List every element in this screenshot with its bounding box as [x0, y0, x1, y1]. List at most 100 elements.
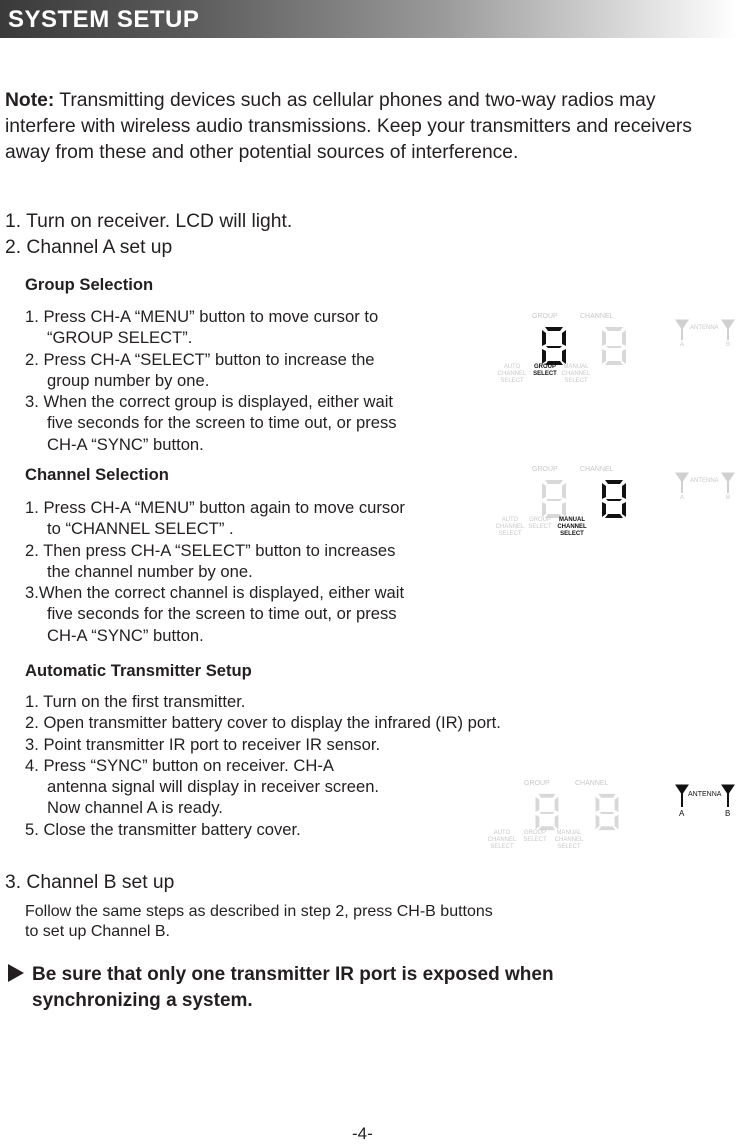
- step-3: 3. Channel B set up: [5, 872, 175, 893]
- channel-step-line: five seconds for the screen to time out,…: [47, 604, 397, 624]
- group-step-line: 3. When the correct group is displayed, …: [25, 392, 394, 412]
- antenna-icon: [675, 319, 735, 340]
- lcd-text: CHANNEL: [561, 371, 591, 377]
- lcd-text: GROUP: [523, 830, 546, 836]
- auto-step-line: 5. Close the transmitter battery cover.: [25, 819, 301, 839]
- page-title: SYSTEM SETUP: [8, 6, 200, 33]
- lcd-text: SELECT: [498, 531, 522, 537]
- group-selection-steps: 1. Press CH-A “MENU” button to move curs…: [25, 306, 505, 455]
- antenna-indicator: ANTENNA A B: [672, 318, 738, 354]
- lcd-text: MANUAL: [559, 517, 585, 523]
- channel-step-line: the channel number by one.: [47, 561, 253, 581]
- channel-step-line: to “CHANNEL SELECT” .: [47, 519, 234, 539]
- group-selection-heading: Group Selection: [25, 275, 154, 294]
- lcd-group-label: GROUP: [532, 313, 558, 320]
- antenna-icon: [675, 784, 735, 807]
- lcd-text: CHANNEL: [497, 371, 527, 377]
- antenna-indicator: ANTENNA A B: [672, 783, 738, 823]
- channel-b-line: to set up Channel B.: [25, 923, 170, 940]
- page-number: -4-: [352, 1124, 373, 1143]
- channel-step-line: 1. Press CH-A “MENU” button again to mov…: [25, 498, 405, 517]
- lcd-group-label: GROUP: [532, 466, 558, 473]
- antenna-b-label: B: [726, 495, 731, 501]
- lcd-text: SELECT: [528, 524, 552, 530]
- channel-b-text: Follow the same steps as described in st…: [25, 902, 493, 942]
- channel-b-line: Follow the same steps as described in st…: [25, 903, 493, 920]
- channel-step-line: 3.When the correct channel is displayed,…: [25, 583, 405, 603]
- antenna-indicator: ANTENNA A B: [672, 471, 738, 507]
- lcd-group-label: GROUP: [524, 780, 550, 787]
- group-digit-icon: [542, 327, 566, 365]
- warning-line: Be sure that only one transmitter IR por…: [32, 964, 554, 985]
- antenna-icon: [675, 472, 735, 493]
- auto-step-line: 2. Open transmitter battery cover to dis…: [25, 713, 501, 733]
- arrow-icon: [8, 963, 24, 982]
- step-1: 1. Turn on receiver. LCD will light.: [5, 211, 293, 232]
- lcd-text: SELECT: [533, 371, 557, 377]
- warning-line: synchronizing a system.: [32, 990, 253, 1011]
- lcd-text: GROUP: [528, 517, 551, 523]
- group-step-line: “GROUP SELECT”.: [47, 328, 193, 348]
- note-label: Note:: [5, 90, 55, 111]
- header-bar: [0, 0, 738, 38]
- lcd-text: GROUP: [533, 364, 556, 370]
- channel-selection-steps: 1. Press CH-A “MENU” button again to mov…: [25, 497, 505, 646]
- antenna-b-label: B: [725, 809, 731, 818]
- note-paragraph: Note: Transmitting devices such as cellu…: [5, 88, 730, 166]
- auto-step-line: 3. Point transmitter IR port to receiver…: [25, 734, 381, 754]
- antenna-label: ANTENNA: [690, 478, 719, 484]
- lcd-text: CHANNEL: [495, 524, 525, 530]
- antenna-a-label: A: [680, 495, 685, 501]
- lcd-text: MANUAL: [563, 364, 589, 370]
- lcd-text: AUTO: [501, 517, 519, 523]
- channel-step-line: CH-A “SYNC” button.: [47, 625, 204, 645]
- group-digit-icon: [535, 793, 559, 831]
- lcd-text: AUTO: [503, 364, 521, 370]
- antenna-label: ANTENNA: [690, 325, 719, 331]
- auto-setup-heading: Automatic Transmitter Setup: [25, 661, 252, 680]
- channel-digit-icon: [602, 480, 626, 518]
- channel-digit-icon: [595, 793, 619, 831]
- lcd-channel-label: CHANNEL: [580, 313, 614, 320]
- group-step-line: 1. Press CH-A “MENU” button to move curs…: [25, 307, 379, 326]
- lcd-channel-label: CHANNEL: [575, 780, 609, 787]
- group-step-line: five seconds for the screen to time out,…: [47, 413, 397, 433]
- warning-note: Be sure that only one transmitter IR por…: [8, 962, 554, 1014]
- auto-step-line: 4. Press “SYNC” button on receiver. CH-A: [25, 755, 334, 775]
- antenna-a-label: A: [679, 809, 685, 818]
- group-step-line: CH-A “SYNC” button.: [47, 434, 204, 454]
- auto-step-line: Now channel A is ready.: [47, 798, 223, 818]
- channel-selection-heading: Channel Selection: [25, 465, 169, 484]
- lcd-text: SELECT: [523, 837, 547, 843]
- lcd-text: CHANNEL: [557, 524, 587, 530]
- antenna-b-label: B: [726, 342, 731, 348]
- step-2: 2. Channel A set up: [5, 237, 173, 258]
- auto-setup-steps: 1. Turn on the first transmitter. 2. Ope…: [25, 691, 625, 840]
- lcd-text: SELECT: [490, 844, 514, 850]
- lcd-text: MANUAL: [556, 830, 582, 836]
- lcd-text: AUTO: [493, 830, 511, 836]
- lcd-text: SELECT: [560, 531, 584, 537]
- channel-digit-icon: [602, 327, 626, 365]
- channel-step-line: 2. Then press CH-A “SELECT” button to in…: [25, 540, 396, 560]
- group-step-line: group number by one.: [47, 370, 210, 390]
- lcd-text: SELECT: [557, 844, 581, 850]
- antenna-a-label: A: [680, 342, 685, 348]
- lcd-text: SELECT: [500, 378, 524, 384]
- note-text: Transmitting devices such as cellular ph…: [5, 90, 692, 163]
- lcd-text: SELECT: [564, 378, 588, 384]
- lcd-channel-label: CHANNEL: [580, 466, 614, 473]
- group-digit-icon: [542, 480, 566, 518]
- antenna-label: ANTENNA: [688, 791, 722, 798]
